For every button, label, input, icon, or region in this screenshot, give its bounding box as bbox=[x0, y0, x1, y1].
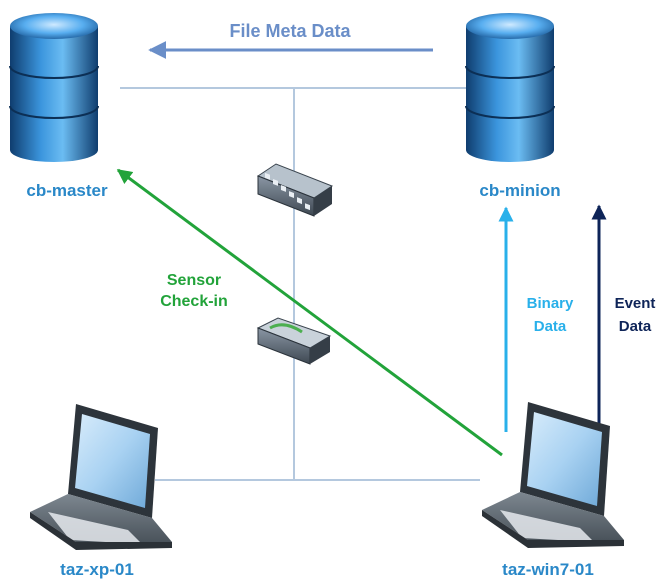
taz-win7-01-label: taz-win7-01 bbox=[502, 560, 594, 579]
sensor-label: Sensor bbox=[167, 272, 221, 289]
cb-master-database-icon bbox=[9, 13, 99, 162]
event-label: Event bbox=[615, 295, 656, 312]
file-meta-data-label: File Meta Data bbox=[229, 21, 351, 41]
binary-data-label: Data bbox=[534, 318, 567, 335]
taz-xp-01-label: taz-xp-01 bbox=[60, 560, 134, 579]
sensor-check-in-arrow bbox=[116, 168, 503, 457]
network-lines bbox=[120, 87, 480, 481]
network-router-icon bbox=[256, 317, 332, 365]
network-switch-icon bbox=[256, 163, 334, 217]
binary-label: Binary bbox=[527, 295, 574, 312]
cb-minion-label: cb-minion bbox=[479, 181, 560, 200]
check-in-label: Check-in bbox=[160, 293, 228, 310]
taz-xp-01-laptop-icon bbox=[30, 404, 172, 550]
taz-win7-01-laptop-icon bbox=[482, 402, 624, 548]
event-data-label: Data bbox=[619, 318, 652, 335]
cb-minion-database-icon bbox=[465, 13, 555, 162]
cb-master-label: cb-master bbox=[26, 181, 108, 200]
